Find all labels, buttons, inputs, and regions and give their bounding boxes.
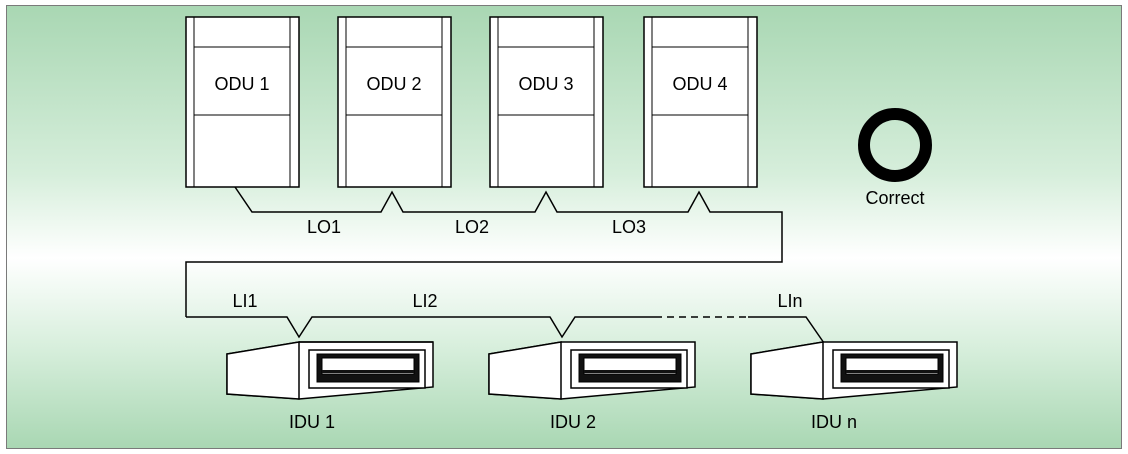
idu-2-label: IDU 2 <box>550 412 596 432</box>
idu-1-label: IDU 1 <box>289 412 335 432</box>
indoor-pipe <box>186 316 655 339</box>
odu-1-label: ODU 1 <box>214 74 269 94</box>
idu-1 <box>226 341 434 400</box>
correct-circle-icon <box>858 108 932 182</box>
odu-1: ODU 1 <box>185 16 300 188</box>
odu-3: ODU 3 <box>489 16 604 188</box>
odu-4-label: ODU 4 <box>672 74 727 94</box>
idu-n <box>750 341 958 400</box>
pipe-label-lo2: LO2 <box>455 217 489 237</box>
status-label: Correct <box>865 188 924 208</box>
idu-2 <box>488 341 696 400</box>
outdoor-pipe <box>185 186 783 317</box>
pipe-label-lo1: LO1 <box>307 217 341 237</box>
indoor-pipe-end <box>748 316 825 344</box>
odu-2-label: ODU 2 <box>366 74 421 94</box>
odu-4: ODU 4 <box>643 16 758 188</box>
odu-2: ODU 2 <box>337 16 452 188</box>
pipe-label-li2: LI2 <box>412 291 437 311</box>
pipe-label-lo3: LO3 <box>612 217 646 237</box>
pipe-label-lin: LIn <box>777 291 802 311</box>
odu-3-label: ODU 3 <box>518 74 573 94</box>
idu-n-label: IDU n <box>811 412 857 432</box>
pipe-label-li1: LI1 <box>232 291 257 311</box>
